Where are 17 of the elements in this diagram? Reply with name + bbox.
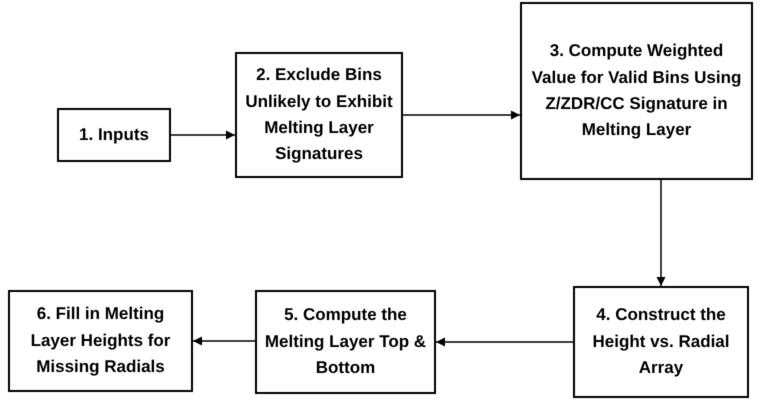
process-box	[520, 2, 753, 180]
arrow	[171, 130, 235, 140]
step-label: 1. Inputs	[78, 124, 150, 146]
process-box	[255, 290, 436, 394]
step-label: 3. Compute Weighted Value for Valid Bins Using Z/ZDR/CC Signature in Melting Layer	[530, 40, 742, 142]
arrow	[436, 338, 573, 346]
arrow	[656, 180, 666, 286]
process-box	[57, 108, 171, 162]
process-box	[8, 290, 193, 392]
step-label: 2. Exclude Bins Unlikely to Exhibit Melting Layer Signatures	[244, 64, 394, 166]
process-box	[573, 286, 749, 398]
process-box	[235, 52, 403, 178]
arrow	[193, 336, 255, 346]
arrow	[403, 110, 520, 120]
step-label: 6. Fill in Melting Layer Heights for Missing Radials	[30, 303, 172, 378]
step-label: 4. Construct the Height vs. Radial Array	[592, 304, 730, 380]
step-label: 5. Compute the Melting Layer Top & Bottom	[264, 304, 428, 380]
